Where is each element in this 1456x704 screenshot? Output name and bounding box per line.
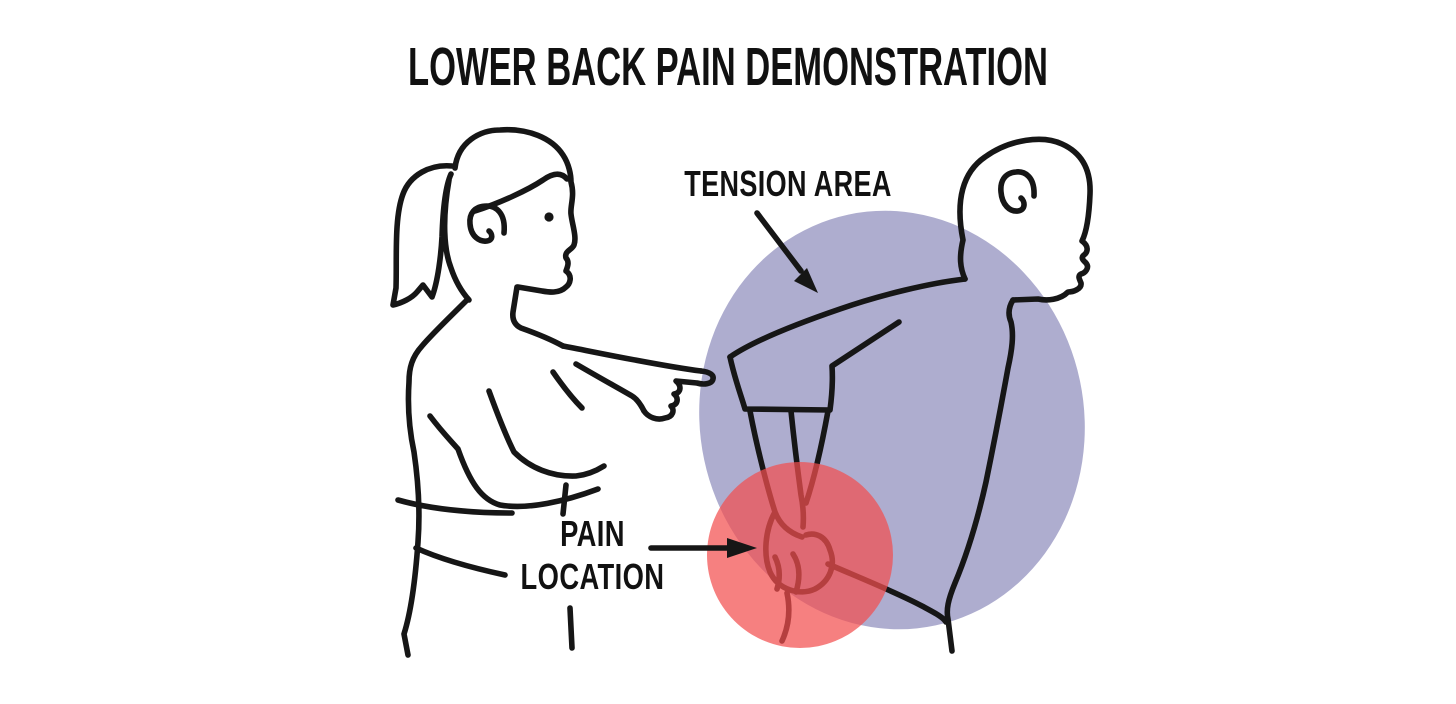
woman-eye <box>544 212 554 222</box>
pain-location-highlight <box>707 462 893 648</box>
woman-body-outline <box>395 284 566 658</box>
man-sleeve <box>727 319 902 413</box>
woman-bent-arm <box>427 388 607 510</box>
woman-pointing-hand <box>641 368 716 422</box>
pain-location-label: PAIN LOCATION <box>499 512 685 598</box>
tension-arrowhead-icon <box>794 268 818 293</box>
tension-arrow-shaft <box>754 210 804 274</box>
tension-area-label: TENSION AREA <box>684 163 892 204</box>
man-body-outline <box>727 276 1016 654</box>
pain-arrow <box>648 538 757 558</box>
woman-head-outline <box>452 126 578 295</box>
pain-location-label-line1: PAIN <box>560 513 625 554</box>
tension-arrow <box>754 210 818 293</box>
man-ear-icon <box>998 169 1037 214</box>
woman-pointing-arm <box>550 343 704 414</box>
man-head-outline <box>957 136 1093 303</box>
page-title: LOWER BACK PAIN DEMONSTRATION <box>408 37 1048 97</box>
woman-ear-icon <box>467 203 507 244</box>
woman-hair-ponytail <box>390 163 472 308</box>
stray-marks <box>560 482 575 651</box>
pain-location-label-line2: LOCATION <box>520 556 665 597</box>
pain-arrowhead-icon <box>727 538 757 558</box>
woman-figure <box>390 126 716 658</box>
